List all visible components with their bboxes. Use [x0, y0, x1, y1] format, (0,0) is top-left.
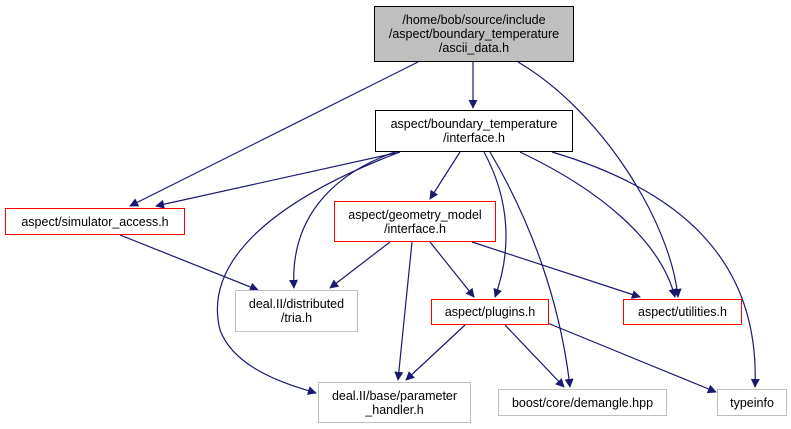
node-boundary-temperature-interface[interactable]: aspect/boundary_temperature/interface.h [375, 110, 573, 152]
node-ascii-data[interactable]: /home/bob/source/include/aspect/boundary… [374, 6, 574, 62]
edge-plugins-to-demangle [504, 324, 565, 388]
edge-bt_interface-to-geometry_model [429, 151, 461, 200]
node-label: deal.II/base/parameter_handler.h [332, 389, 457, 417]
node-label-line: aspect/simulator_access.h [21, 214, 169, 229]
node-plugins[interactable]: aspect/plugins.h [431, 299, 549, 325]
node-demangle[interactable]: boost/core/demangle.hpp [498, 389, 667, 416]
node-label-line: aspect/boundary_temperature [390, 117, 558, 131]
edge-bt_interface-to-simulator_access [155, 151, 401, 209]
node-label: aspect/plugins.h [445, 305, 535, 319]
edge-ascii_data-to-utilities [517, 61, 682, 298]
node-label-line: /home/bob/source/include [402, 13, 546, 27]
node-label-line: deal.II/distributed [248, 297, 345, 311]
node-label-line: aspect/geometry_model [348, 207, 482, 222]
node-utilities[interactable]: aspect/utilities.h [623, 299, 742, 325]
edge-plugins-to-typeinfo [544, 321, 717, 394]
node-label: /home/bob/source/include/aspect/boundary… [389, 13, 559, 55]
edge-plugins-to-parameter_handler [405, 324, 466, 381]
node-label: deal.II/distributed/tria.h [249, 297, 344, 325]
node-simulator-access[interactable]: aspect/simulator_access.h [5, 208, 185, 235]
node-label: aspect/geometry_model/interface.h [348, 208, 481, 236]
node-distributed-tria[interactable]: deal.II/distributed/tria.h [235, 290, 358, 332]
edge-geometry_model-to-plugins [429, 241, 475, 298]
node-label-line: aspect/plugins.h [444, 305, 536, 319]
node-label-line: /interface.h [384, 221, 446, 236]
node-label-line: /tria.h [280, 311, 313, 325]
node-label-line: deal.II/base/parameter [331, 388, 458, 403]
node-typeinfo[interactable]: typeinfo [717, 389, 787, 416]
node-label-line: /ascii_data.h [438, 41, 510, 55]
node-label: boost/core/demangle.hpp [512, 396, 653, 410]
edge-bt_interface-to-utilities [519, 151, 678, 298]
edge-geometry_model-to-tria [329, 241, 391, 289]
node-label: typeinfo [730, 396, 774, 410]
node-label-line: aspect/utilities.h [638, 305, 727, 319]
edge-geometry_model-to-parameter_handler [394, 241, 413, 381]
edge-bt_interface-to-tria [289, 151, 396, 289]
node-label: aspect/boundary_temperature/interface.h [391, 117, 558, 145]
node-label-line: typeinfo [730, 395, 774, 410]
node-label: aspect/utilities.h [638, 305, 727, 319]
edge-geometry_model-to-utilities [471, 241, 641, 299]
edge-simulator_access-to-tria [119, 234, 259, 292]
node-label-line: _handler.h [365, 402, 424, 417]
node-label-line: boost/core/demangle.hpp [511, 395, 654, 410]
node-parameter-handler[interactable]: deal.II/base/parameter_handler.h [318, 382, 471, 423]
node-geometry-model-interface[interactable]: aspect/geometry_model/interface.h [334, 201, 496, 242]
edge-bt_interface-to-plugins [483, 151, 507, 298]
edge-bt_interface-to-demangle [489, 151, 574, 388]
node-label-line: /aspect/boundary_temperature [388, 27, 560, 41]
edge-ascii_data-to-simulator_access [129, 61, 419, 207]
edge-bt_interface-to-parameter_handler [217, 151, 401, 395]
node-label-line: /interface.h [443, 131, 505, 145]
edge-bt_interface-to-typeinfo [551, 151, 760, 388]
node-label: aspect/simulator_access.h [21, 215, 168, 229]
